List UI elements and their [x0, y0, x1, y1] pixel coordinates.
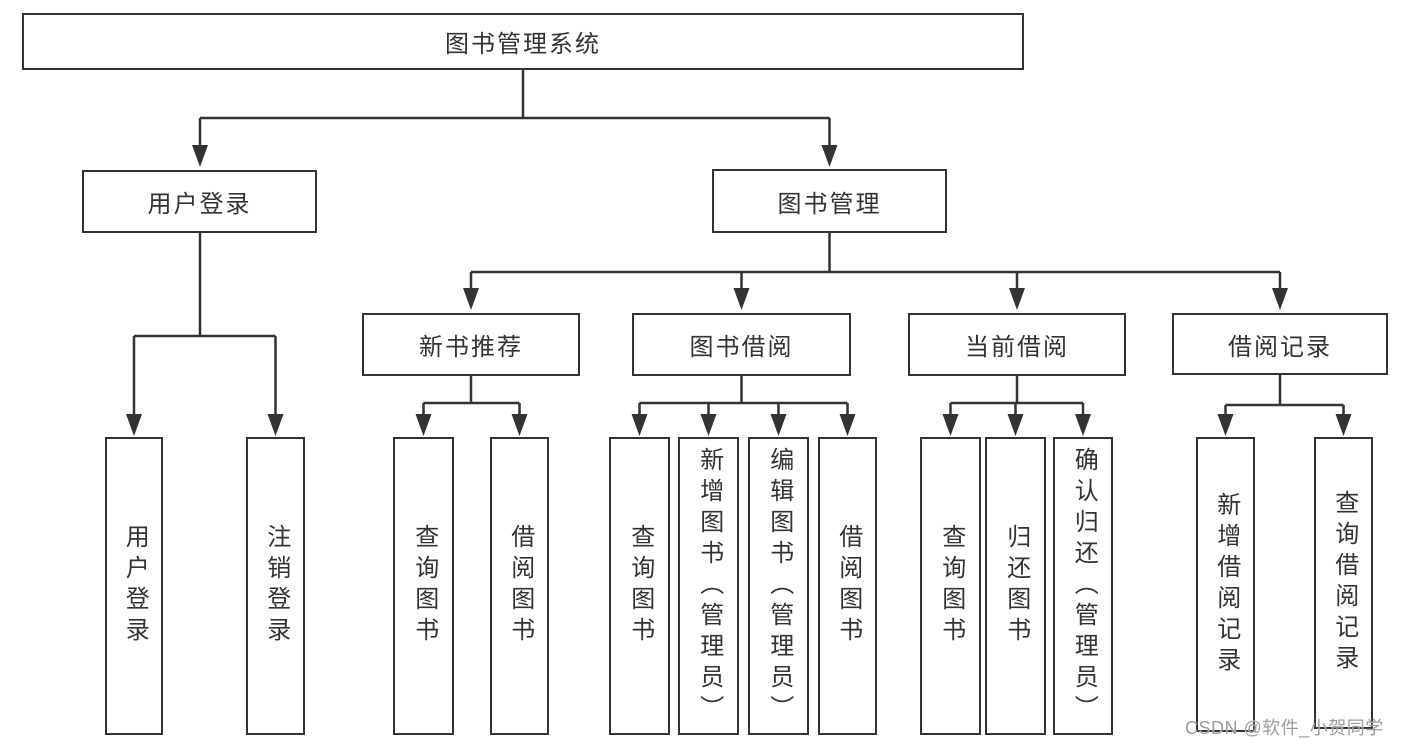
arrow-leaf-bb-edit — [770, 414, 787, 436]
node-leaf-bb-borrow-books: 借阅图书 — [818, 437, 877, 735]
node-current-borrow: 当前借阅 — [908, 313, 1126, 376]
connector-new-book-children — [422, 376, 521, 414]
arrow-book-management — [821, 145, 838, 167]
node-leaf-nb-borrow-books: 借阅图书 — [490, 437, 549, 735]
arrow-book-borrow — [733, 288, 750, 310]
node-root: 图书管理系统 — [22, 13, 1024, 70]
connector-borrow-records-children — [1224, 375, 1345, 414]
node-leaf-cb-return-books: 归还图书 — [985, 437, 1046, 735]
connector-current-borrow-children — [949, 376, 1085, 414]
arrow-current-borrow — [1009, 288, 1025, 310]
node-leaf-br-add-record: 新增借阅记录 — [1196, 437, 1255, 732]
node-user-login: 用户登录 — [82, 170, 317, 233]
arrow-leaf-bb-add — [700, 414, 717, 436]
arrowheads — [126, 145, 1352, 436]
connector-user-login-children — [132, 233, 277, 414]
arrow-user-login — [192, 145, 208, 167]
node-leaf-cb-query-books: 查询图书 — [920, 437, 981, 735]
node-leaf-bb-query-books: 查询图书 — [609, 437, 670, 735]
node-book-management: 图书管理 — [712, 169, 947, 233]
node-leaf-user-login: 用户登录 — [105, 437, 163, 735]
node-leaf-bb-edit-books: 编辑图书（管理员） — [748, 437, 809, 735]
node-leaf-br-query-record: 查询借阅记录 — [1314, 437, 1373, 729]
node-book-borrow: 图书借阅 — [632, 313, 851, 376]
arrow-leaf-bb-borrow — [839, 414, 856, 436]
arrow-leaf-nb-borrow — [511, 414, 528, 436]
csdn-watermark: CSDN @软件_小贺同学 — [1185, 718, 1384, 738]
arrow-borrow-records — [1272, 288, 1288, 310]
arrow-new-book-recommend — [463, 288, 479, 310]
node-leaf-nb-query-books: 查询图书 — [393, 437, 454, 735]
node-leaf-logout: 注销登录 — [246, 437, 305, 735]
arrow-leaf-br-query — [1335, 414, 1352, 436]
arrow-leaf-bb-query — [631, 414, 648, 436]
arrow-leaf-cb-return — [1007, 414, 1024, 436]
node-borrow-records: 借阅记录 — [1172, 313, 1388, 375]
connector-book-management-children — [469, 233, 1282, 289]
arrow-leaf-nb-query — [415, 414, 432, 436]
arrow-leaf-cb-query — [942, 414, 959, 436]
arrow-leaf-user-login — [126, 414, 142, 436]
arrow-leaf-logout — [267, 414, 284, 436]
arrow-leaf-cb-confirm — [1075, 414, 1091, 436]
node-leaf-bb-add-books: 新增图书（管理员） — [678, 437, 739, 735]
node-new-book-recommend: 新书推荐 — [362, 313, 580, 376]
node-leaf-cb-confirm-return: 确认归还（管理员） — [1053, 437, 1113, 735]
connector-book-borrow-children — [638, 376, 849, 414]
arrow-leaf-br-add — [1217, 414, 1234, 436]
connector-root-to-level2 — [198, 69, 831, 146]
